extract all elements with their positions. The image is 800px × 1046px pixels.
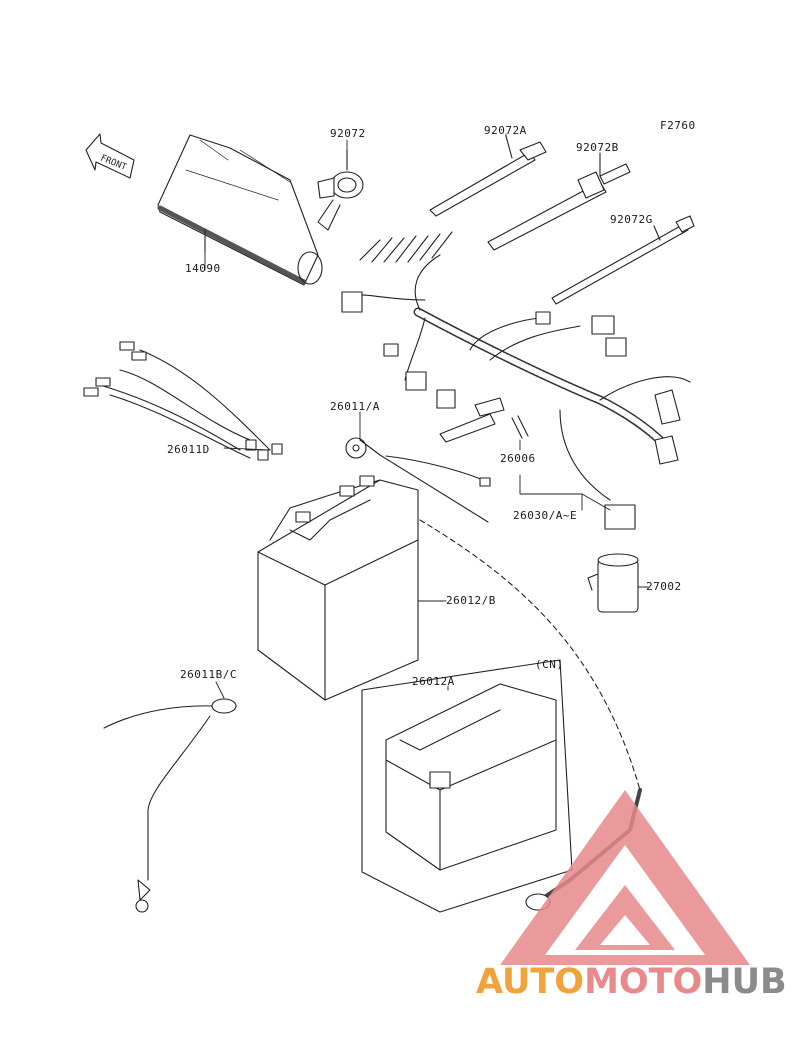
watermark-part-moto: MOTO [584, 962, 703, 1002]
label-26030: 26030/A~E [513, 509, 578, 522]
cover-14090 [157, 134, 323, 286]
harness-26030 [341, 231, 691, 530]
label-92072g: 92072G [610, 213, 653, 226]
figure-code: F2760 [660, 119, 696, 132]
label-cn: (CN) [535, 658, 564, 671]
watermark-part-auto: AUTO [476, 962, 585, 1002]
watermark-part-hub: HUB [702, 962, 787, 1002]
band-92072b [487, 152, 631, 251]
watermark-text: AUTOMOTOHUB [476, 962, 787, 1002]
lead-26011d [83, 341, 283, 461]
label-27002: 27002 [646, 580, 682, 593]
label-26006: 26006 [500, 452, 536, 465]
front-arrow-icon: FRONT [85, 133, 135, 179]
label-26011bc: 26011B/C [180, 668, 237, 681]
battery-26012b [257, 475, 419, 701]
leader-lines [204, 133, 649, 699]
label-92072a: 92072A [484, 124, 527, 137]
band-92072g [551, 215, 695, 305]
clamp-92072 [317, 149, 364, 231]
label-26012b: 26012/B [446, 594, 496, 607]
label-26011d: 26011D [167, 443, 210, 456]
relay-27002 [587, 553, 639, 613]
label-14090: 14090 [185, 262, 221, 275]
label-92072: 92072 [330, 127, 366, 140]
routing-dashed-line [419, 519, 641, 791]
lead-26011bc [103, 698, 237, 913]
label-92072b: 92072B [576, 141, 619, 154]
lead-26011a [345, 437, 491, 523]
label-26011a: 26011/A [330, 400, 380, 413]
watermark-logo [500, 790, 750, 965]
fuse-26006 [511, 415, 529, 439]
label-26012a: 26012A [412, 675, 455, 688]
cn-box [361, 659, 573, 913]
band-92072a [429, 135, 547, 217]
